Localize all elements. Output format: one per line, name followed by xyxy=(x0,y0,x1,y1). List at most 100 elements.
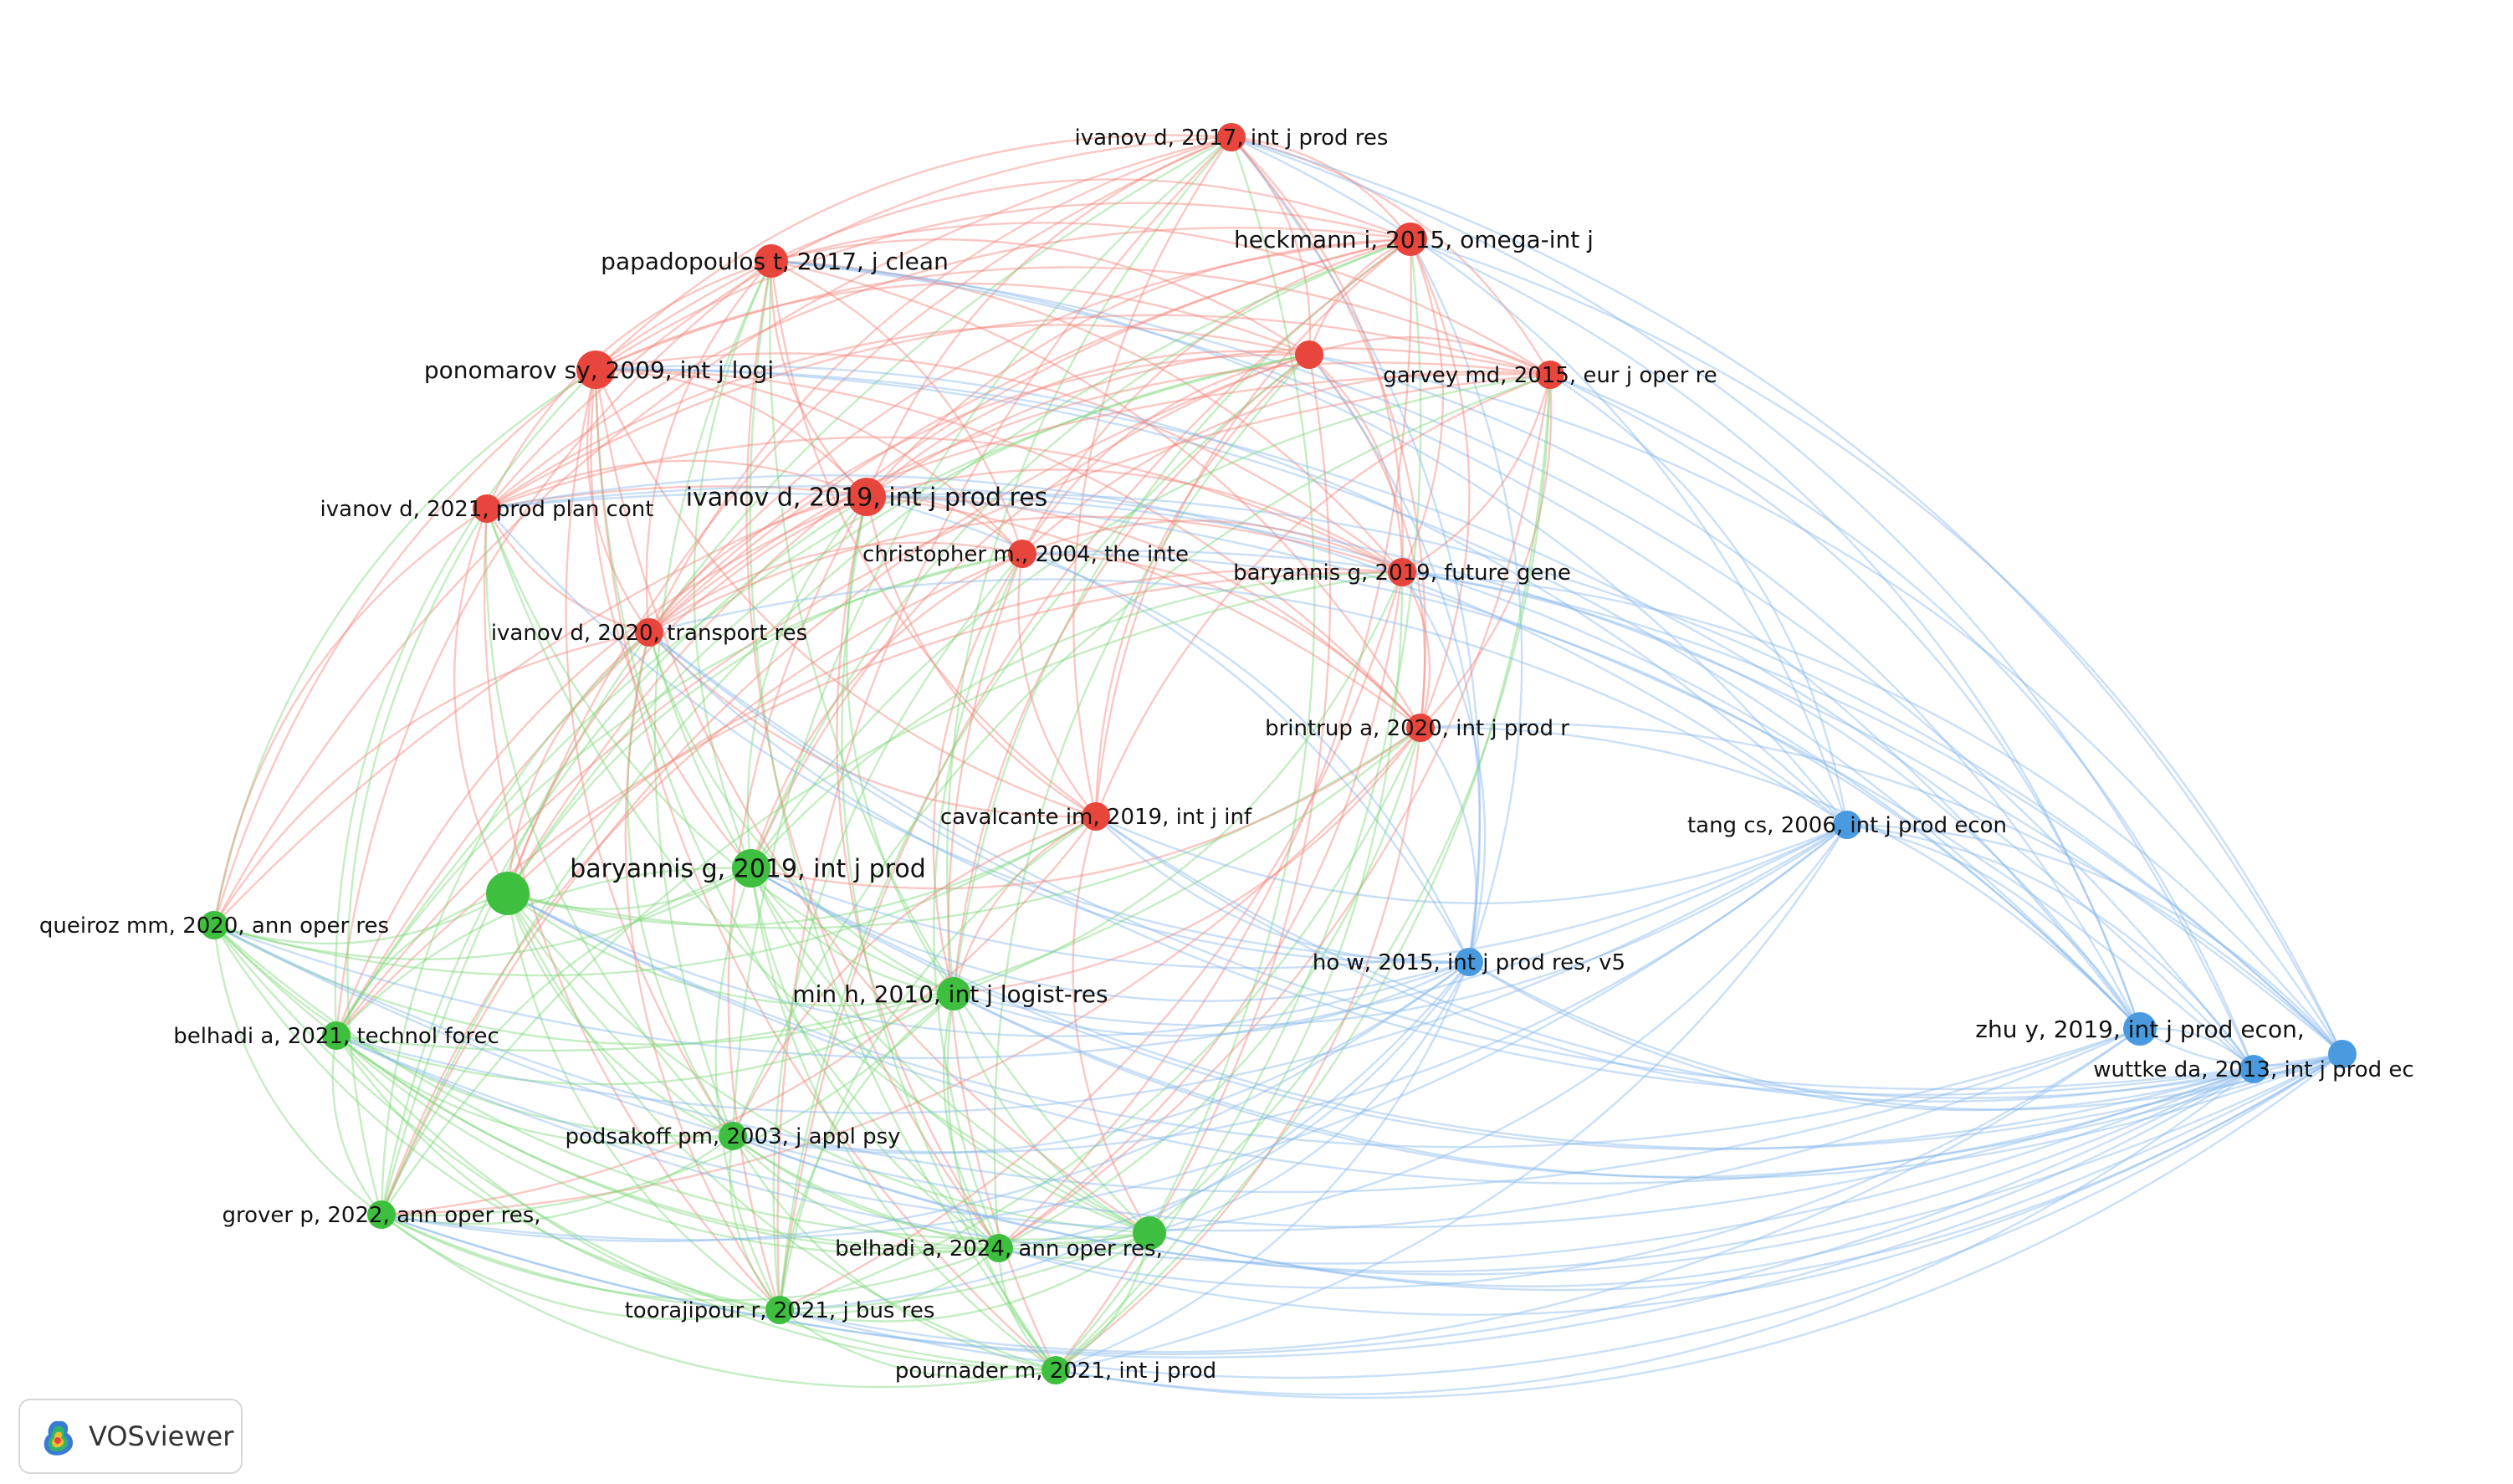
link-n22-n25 xyxy=(1149,824,1848,1235)
node-label-n18[interactable]: belhadi a, 2021, technol forec xyxy=(173,1024,499,1049)
link-n17-n22 xyxy=(952,993,1150,1235)
node-circle-n1[interactable] xyxy=(1217,123,1246,151)
link-n27-n29 xyxy=(2139,1027,2343,1067)
link-n10-n20 xyxy=(381,571,1403,1215)
link-n10-n26 xyxy=(1400,571,1487,963)
node-circle-n5[interactable] xyxy=(1295,340,1323,369)
vosviewer-badge[interactable]: VOSviewer xyxy=(18,1399,243,1474)
link-n10-n11 xyxy=(648,515,1403,634)
node-label-n21[interactable]: belhadi a, 2024, ann oper res, xyxy=(835,1236,1163,1261)
node-circle-n29[interactable] xyxy=(2328,1040,2357,1068)
link-n10-n14 xyxy=(507,567,1403,894)
node-circle-n24[interactable] xyxy=(1042,1356,1070,1384)
link-n20-n26 xyxy=(381,961,1470,1243)
link-n13-n19 xyxy=(731,815,1097,1137)
link-n5-n20 xyxy=(380,353,1310,1215)
node-circle-n23[interactable] xyxy=(765,1296,794,1324)
node-circle-n20[interactable] xyxy=(367,1200,396,1229)
node-circle-n18[interactable] xyxy=(322,1021,351,1050)
node-label-n28[interactable]: wuttke da, 2013, int j prod ec xyxy=(2093,1057,2413,1082)
link-n2-n21 xyxy=(745,260,1000,1249)
link-n1-n13 xyxy=(1072,136,1232,817)
link-n25-n28 xyxy=(1846,823,2255,1070)
link-n18-n23 xyxy=(335,1035,781,1312)
node-label-n23[interactable]: toorajipour r, 2021, j bus res xyxy=(625,1298,935,1323)
node-label-n27[interactable]: zhu y, 2019, int j prod econ, xyxy=(1975,1016,2304,1043)
link-n3-n10 xyxy=(1400,238,1445,573)
node-label-n4[interactable]: ponomarov sy, 2009, int j logi xyxy=(424,356,774,384)
link-n21-n27 xyxy=(998,1028,2141,1289)
link-n6-n27 xyxy=(1549,373,2142,1030)
node-label-n9[interactable]: christopher m., 2004, the inte xyxy=(862,542,1189,567)
link-n15-n25 xyxy=(750,823,1848,970)
node-circle-n19[interactable] xyxy=(719,1122,747,1150)
link-n14-n21 xyxy=(506,893,1000,1250)
link-n9-n15 xyxy=(750,552,1023,869)
node-circle-n27[interactable] xyxy=(2123,1012,2157,1046)
node-label-n3[interactable]: heckmann i, 2015, omega-int j xyxy=(1234,226,1594,253)
node-circle-n3[interactable] xyxy=(1394,223,1427,256)
node-circle-n26[interactable] xyxy=(1455,948,1483,976)
link-n11-n25 xyxy=(648,578,1848,826)
node-label-n20[interactable]: grover p, 2022, ann oper res, xyxy=(222,1203,540,1228)
node-label-n10[interactable]: baryannis g, 2019, future gene xyxy=(1233,560,1571,586)
link-n4-n13 xyxy=(594,369,1097,818)
node-label-n16[interactable]: queiroz mm, 2020, ann oper res xyxy=(39,913,389,939)
node-label-n2[interactable]: papadopoulos t, 2017, j clean xyxy=(601,248,949,275)
edges-layer xyxy=(212,134,2344,1400)
link-n2-n16 xyxy=(212,259,772,926)
link-n15-n23 xyxy=(714,867,781,1311)
node-label-n7[interactable]: ivanov d, 2019, int j prod res xyxy=(686,484,1048,513)
node-label-n25[interactable]: tang cs, 2006, int j prod econ xyxy=(1687,813,2007,838)
node-label-n24[interactable]: pournader m, 2021, int j prod xyxy=(895,1359,1216,1384)
node-circle-n7[interactable] xyxy=(847,478,886,516)
node-label-n13[interactable]: cavalcante im, 2019, int j inf xyxy=(940,805,1252,830)
link-n3-n26 xyxy=(1409,238,1523,963)
node-circle-n28[interactable] xyxy=(2239,1055,2268,1083)
node-circle-n8[interactable] xyxy=(473,494,501,523)
link-n1-n14 xyxy=(506,136,1232,894)
node-label-n19[interactable]: podsakoff pm, 2003, j appl psy xyxy=(565,1124,900,1149)
node-label-n6[interactable]: garvey md, 2015, eur j oper re xyxy=(1383,363,1717,388)
node-circle-n25[interactable] xyxy=(1833,811,1861,839)
node-circle-n13[interactable] xyxy=(1082,802,1110,831)
link-n19-n22 xyxy=(732,1135,1150,1245)
link-n15-n28 xyxy=(750,867,2255,1150)
node-circle-n22[interactable] xyxy=(1133,1216,1166,1250)
link-n6-n9 xyxy=(1021,371,1551,555)
link-n10-n23 xyxy=(779,571,1404,1312)
node-circle-n2[interactable] xyxy=(755,244,788,278)
node-circle-n11[interactable] xyxy=(635,618,663,647)
node-label-n15[interactable]: baryannis g, 2019, int j prod xyxy=(570,855,926,884)
node-circle-n12[interactable] xyxy=(1406,714,1435,742)
link-n23-n26 xyxy=(779,961,1470,1312)
node-circle-n15[interactable] xyxy=(732,849,770,888)
node-circle-n16[interactable] xyxy=(200,911,228,939)
link-n13-n22 xyxy=(1072,816,1151,1234)
node-label-n26[interactable]: ho w, 2015, int j prod res, v5 xyxy=(1313,950,1625,975)
node-circle-n6[interactable] xyxy=(1536,361,1564,389)
link-n14-n27 xyxy=(507,892,2141,1149)
node-label-n1[interactable]: ivanov d, 2017, int j prod res xyxy=(1075,125,1389,151)
node-circle-n17[interactable] xyxy=(937,977,970,1011)
node-label-n17[interactable]: min h, 2010, int j logist-res xyxy=(792,980,1108,1008)
link-n2-n24 xyxy=(749,260,1057,1371)
node-circle-n4[interactable] xyxy=(576,351,615,389)
node-label-n8[interactable]: ivanov d, 2021, prod plan cont xyxy=(320,497,654,522)
node-circle-n9[interactable] xyxy=(1008,540,1036,568)
node-circle-n10[interactable] xyxy=(1388,558,1416,586)
link-n21-n23 xyxy=(779,1247,1000,1314)
node-circle-n14[interactable] xyxy=(486,872,530,915)
node-label-n12[interactable]: brintrup a, 2020, int j prod r xyxy=(1265,716,1569,741)
link-n2-n6 xyxy=(770,222,1551,376)
link-n2-n19 xyxy=(653,260,773,1137)
link-n4-n7 xyxy=(595,368,868,498)
link-n24-n25 xyxy=(1055,824,1849,1372)
link-n15-n18 xyxy=(335,867,752,1036)
node-circle-n21[interactable] xyxy=(985,1234,1013,1262)
node-label-n11[interactable]: ivanov d, 2020, transport res xyxy=(491,621,807,646)
link-n4-n18 xyxy=(334,369,596,1036)
link-n5-n7 xyxy=(866,350,1310,498)
